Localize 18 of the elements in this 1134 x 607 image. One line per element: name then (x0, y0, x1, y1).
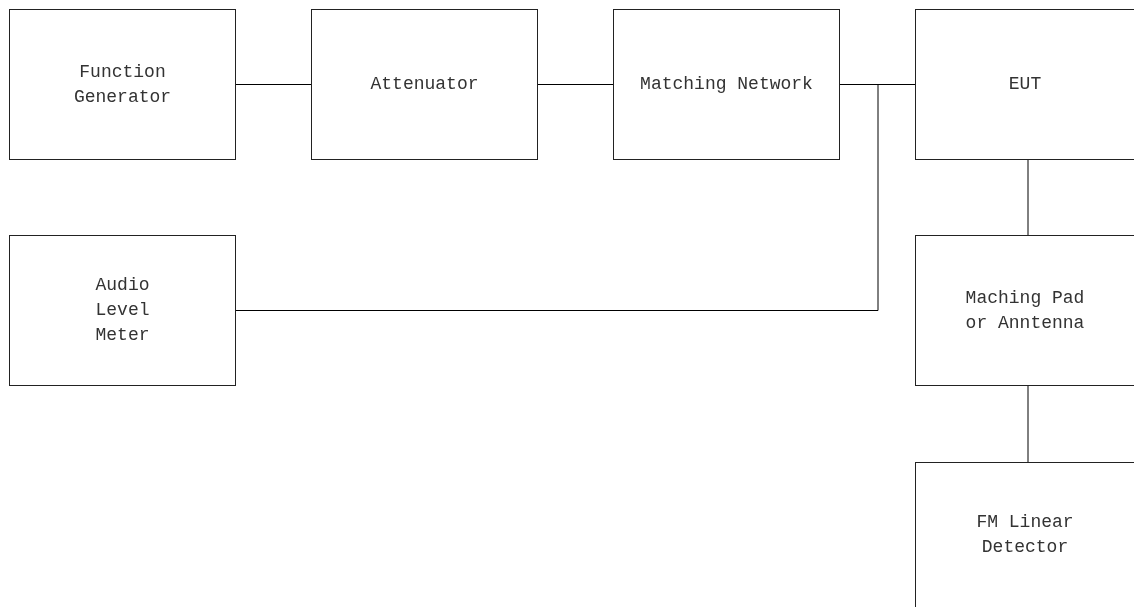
block-box (915, 9, 1134, 160)
block-box (915, 235, 1134, 386)
block-box (311, 9, 538, 160)
connector-line (1027, 159, 1029, 236)
block-box (9, 9, 236, 160)
block-label: Maching Pad or Anntenna (964, 286, 1086, 335)
block-label: Attenuator (370, 73, 479, 96)
block-box (915, 462, 1134, 607)
connector-line (537, 84, 614, 85)
block-label: FM Linear Detector (975, 511, 1075, 559)
connector-line (235, 84, 312, 85)
connector-line (1027, 385, 1029, 463)
block-label: Audio Level Meter (94, 274, 151, 347)
block-label: Matching Network (640, 73, 813, 96)
block-label: EUT (1008, 73, 1042, 96)
block-label: Function Generator (72, 60, 173, 109)
block-box (613, 9, 840, 160)
block-box (9, 235, 236, 386)
